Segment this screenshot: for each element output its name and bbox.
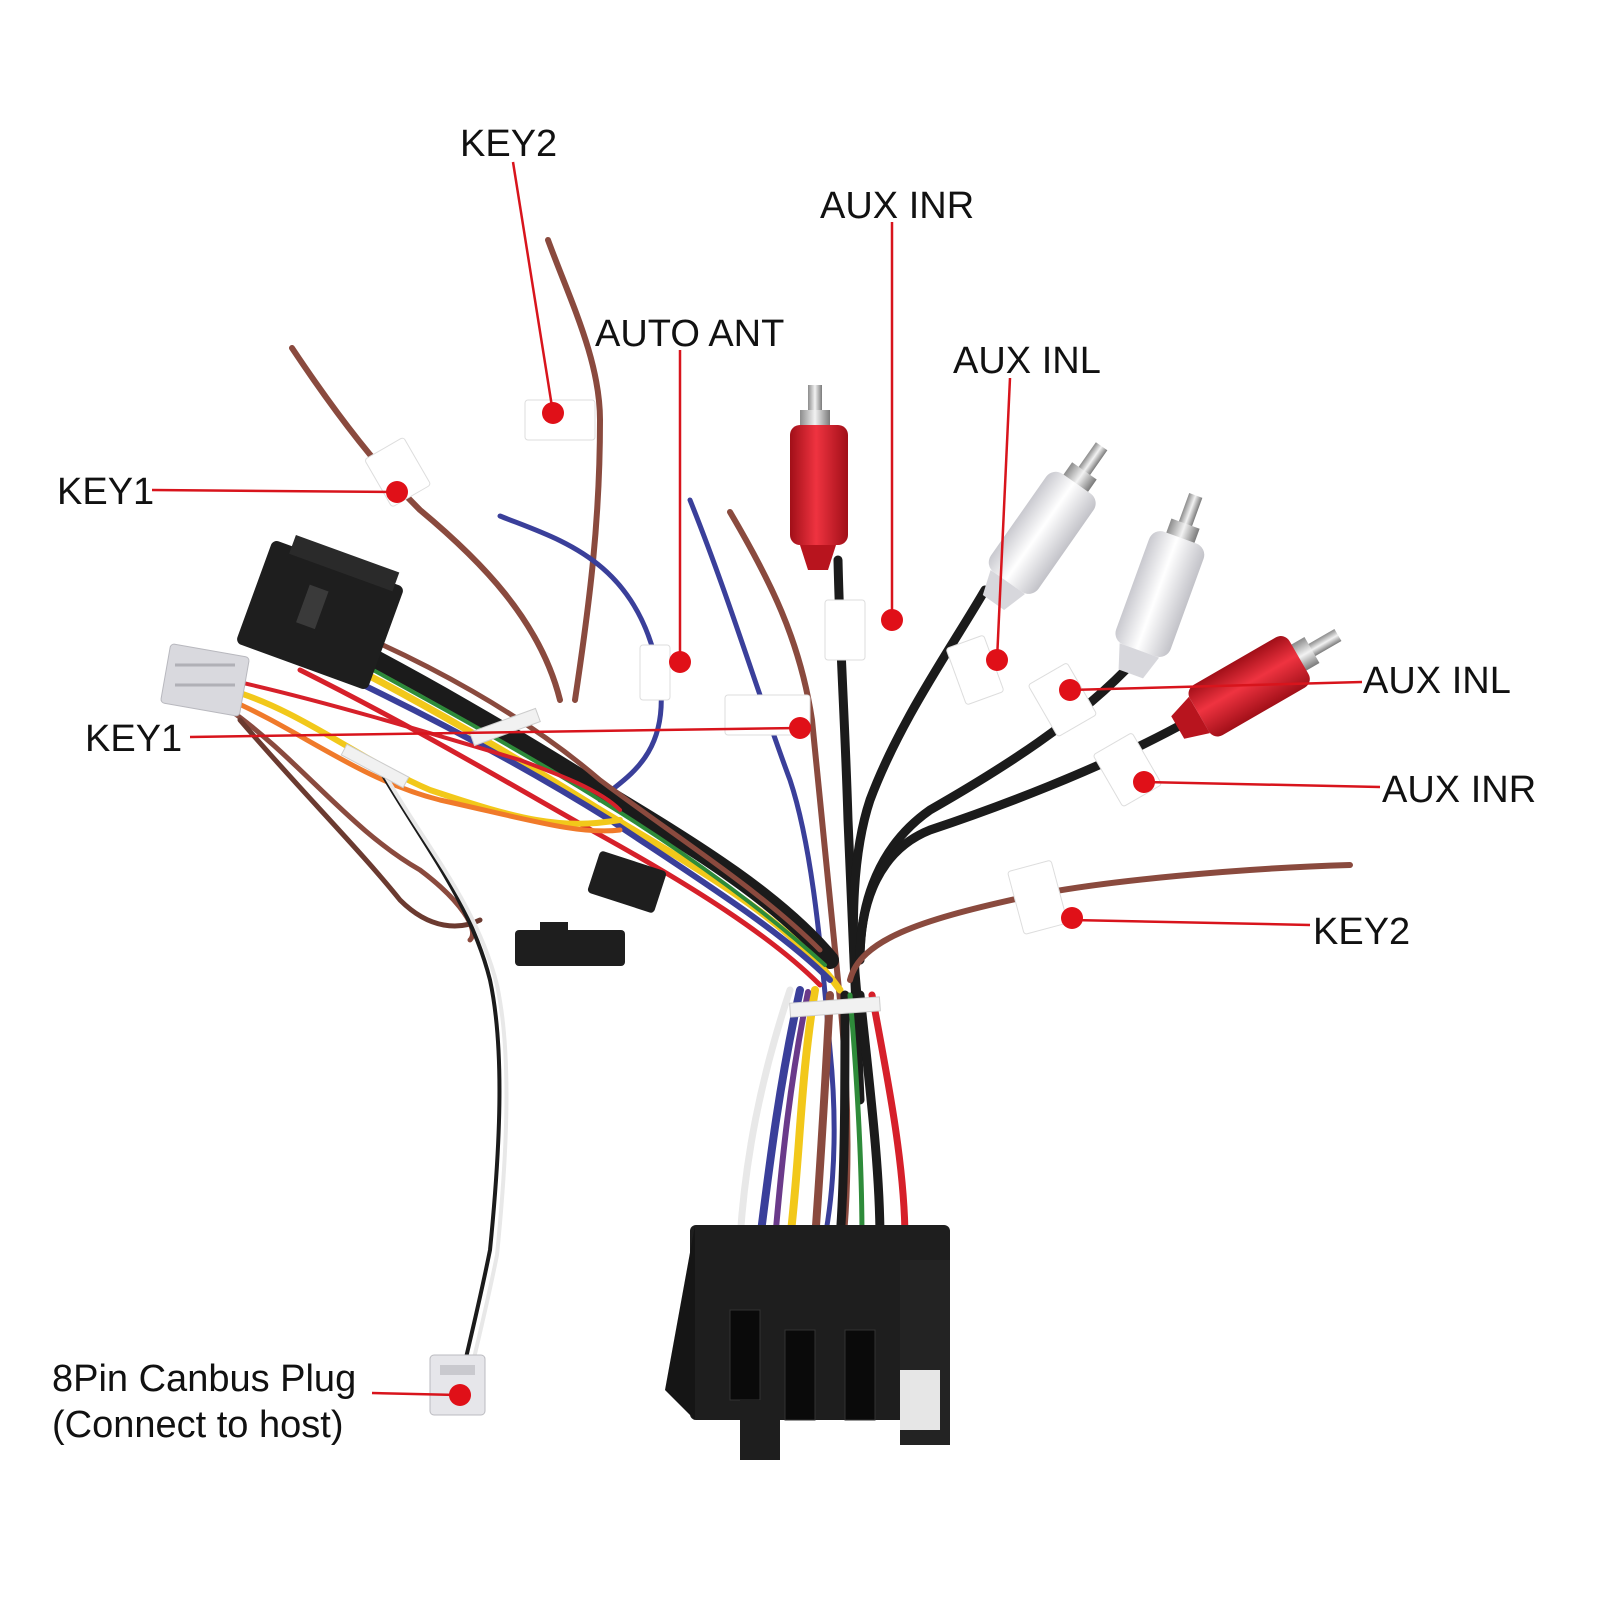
label-aux-inl-right: AUX INL bbox=[1363, 660, 1511, 702]
callout-dot-aux-inl-top bbox=[986, 649, 1008, 671]
callout-dot-aux-inl-right bbox=[1059, 679, 1081, 701]
callout-line-aux-inl-right bbox=[1069, 680, 1363, 692]
rca-plug-white-1 bbox=[982, 442, 1108, 610]
key1-wire-upper bbox=[289, 345, 563, 703]
callout-line-key1-top bbox=[151, 488, 398, 494]
callout-dots bbox=[386, 402, 1155, 1406]
canbus-cable bbox=[378, 768, 502, 1377]
callout-line-aux-inr-right bbox=[1143, 780, 1381, 789]
callout-dot-aux-inr-right bbox=[1133, 771, 1155, 793]
auto-ant-wire bbox=[687, 497, 837, 1263]
key2-wire-right bbox=[847, 862, 1353, 983]
label-canbus-line1: 8Pin Canbus Plug bbox=[52, 1358, 357, 1400]
wire-tags bbox=[365, 399, 1162, 935]
connector-white-left bbox=[160, 643, 250, 717]
callout-line-aux-inl-top bbox=[995, 377, 1012, 661]
key2-wire-upper bbox=[545, 237, 604, 703]
rca-plug-white-2 bbox=[1115, 493, 1205, 679]
label-canbus-line2: (Connect to host) bbox=[52, 1404, 344, 1446]
iso-connector-icon bbox=[665, 1225, 950, 1460]
callouts bbox=[151, 161, 1381, 1397]
label-aux-inr-right: AUX INR bbox=[1382, 769, 1537, 811]
rca-plug-icon bbox=[790, 385, 1342, 739]
callout-dot-key1-mid bbox=[789, 717, 811, 739]
callout-dot-auto-ant bbox=[669, 651, 691, 673]
callout-dot-key1-top bbox=[386, 481, 408, 503]
callout-line-key2-right bbox=[1071, 918, 1311, 927]
label-auto-ant: AUTO ANT bbox=[595, 313, 785, 355]
label-aux-inl-top: AUX INL bbox=[953, 340, 1101, 382]
callout-dot-aux-inr-top bbox=[881, 609, 903, 631]
callout-dot-key2-top bbox=[542, 402, 564, 424]
label-key1-top: KEY1 bbox=[57, 471, 155, 513]
wire-bundle bbox=[227, 237, 1353, 1377]
label-key2-top: KEY2 bbox=[460, 123, 558, 165]
rca-plug-red-diagonal bbox=[1171, 628, 1342, 739]
callout-dot-key2-right bbox=[1061, 907, 1083, 929]
label-key1-mid: KEY1 bbox=[85, 718, 183, 760]
callout-line-key2-top bbox=[511, 161, 555, 414]
callout-dot-canbus bbox=[449, 1384, 471, 1406]
rca-plug-red-vertical bbox=[790, 385, 848, 570]
callout-line-key1-mid bbox=[189, 726, 801, 739]
callout-line-canbus bbox=[371, 1391, 459, 1397]
label-aux-inr-top: AUX INR bbox=[820, 185, 975, 227]
connector-black-top-left bbox=[237, 534, 403, 689]
label-key2-right: KEY2 bbox=[1313, 911, 1411, 953]
